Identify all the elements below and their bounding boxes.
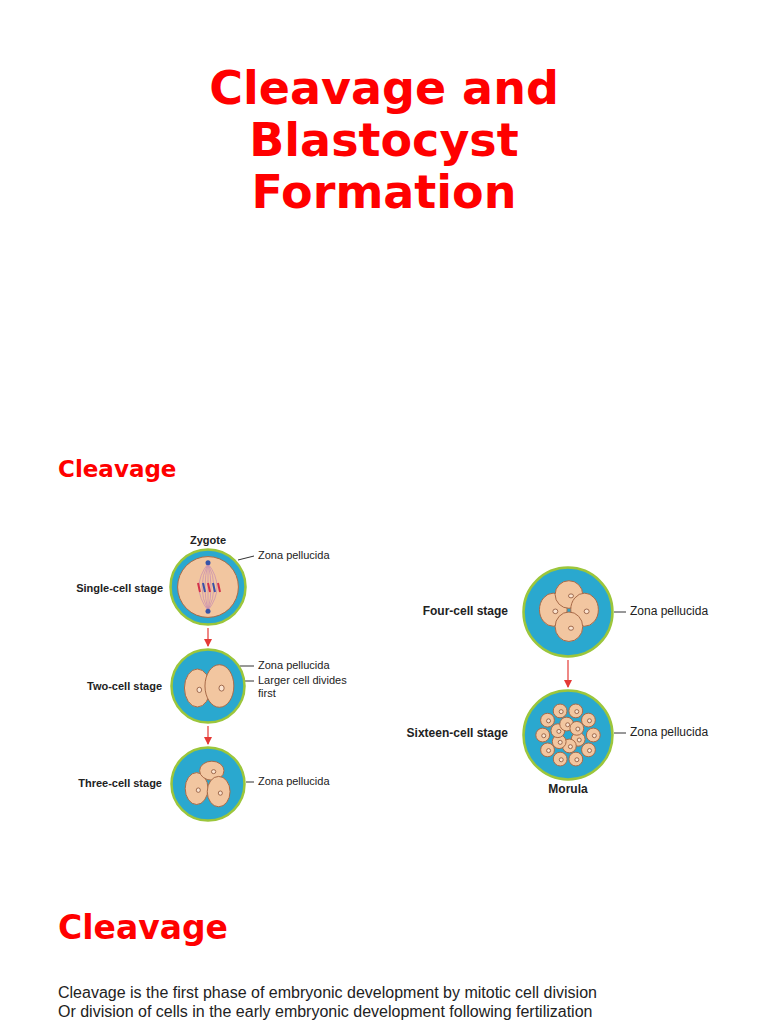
- slide-title: Cleavage and Blastocyst Formation: [174, 62, 594, 218]
- stage-label: Sixteen-cell stage: [407, 726, 508, 740]
- stage-label: Four-cell stage: [423, 604, 508, 618]
- leader-line: [246, 782, 254, 783]
- embryo-stage: Three-cell stageZona pellucida: [170, 746, 246, 822]
- stage-arrow: [567, 660, 568, 687]
- embryo-stage: Two-cell stageZona pellucidaLarger cell …: [170, 648, 246, 724]
- stage-label: Zygote: [190, 534, 226, 547]
- section-heading: Cleavage: [58, 456, 176, 482]
- callout-label: Zona pellucida: [630, 725, 708, 739]
- body-text: Or division of cells in the early embryo…: [58, 1003, 592, 1021]
- callout-label: Zona pellucida: [258, 659, 330, 672]
- callout-label: Zona pellucida: [630, 604, 708, 618]
- leader-line: [238, 556, 254, 560]
- leader-line: [240, 666, 254, 667]
- body-text: Cleavage is the first phase of embryonic…: [58, 984, 597, 1002]
- embryo-stage: Four-cell stageZona pellucida: [522, 566, 614, 658]
- stage-arrow: [207, 726, 208, 744]
- embryo-stage: Sixteen-cell stageZona pellucidaMorula: [522, 689, 614, 781]
- callout-label: Zona pellucida: [258, 775, 330, 788]
- callout-label: Larger cell divides first: [258, 674, 350, 700]
- stage-arrow: [207, 628, 208, 646]
- embryo-drawing: [522, 689, 614, 781]
- stage-label: Two-cell stage: [87, 680, 162, 693]
- stage-name: Morula: [548, 782, 587, 796]
- stage-label: Single-cell stage: [76, 582, 163, 595]
- embryo-drawing: [169, 548, 247, 626]
- embryo-drawing: [170, 746, 246, 822]
- embryo-stage: ZygoteSingle-cell stageZona pellucida: [169, 548, 247, 626]
- embryo-drawing: [522, 566, 614, 658]
- stage-label: Three-cell stage: [78, 777, 162, 790]
- embryo-drawing: [170, 648, 246, 724]
- leader-line: [614, 733, 626, 734]
- section-heading: Cleavage: [58, 908, 228, 947]
- leader-line: [614, 612, 626, 613]
- callout-label: Zona pellucida: [258, 549, 330, 562]
